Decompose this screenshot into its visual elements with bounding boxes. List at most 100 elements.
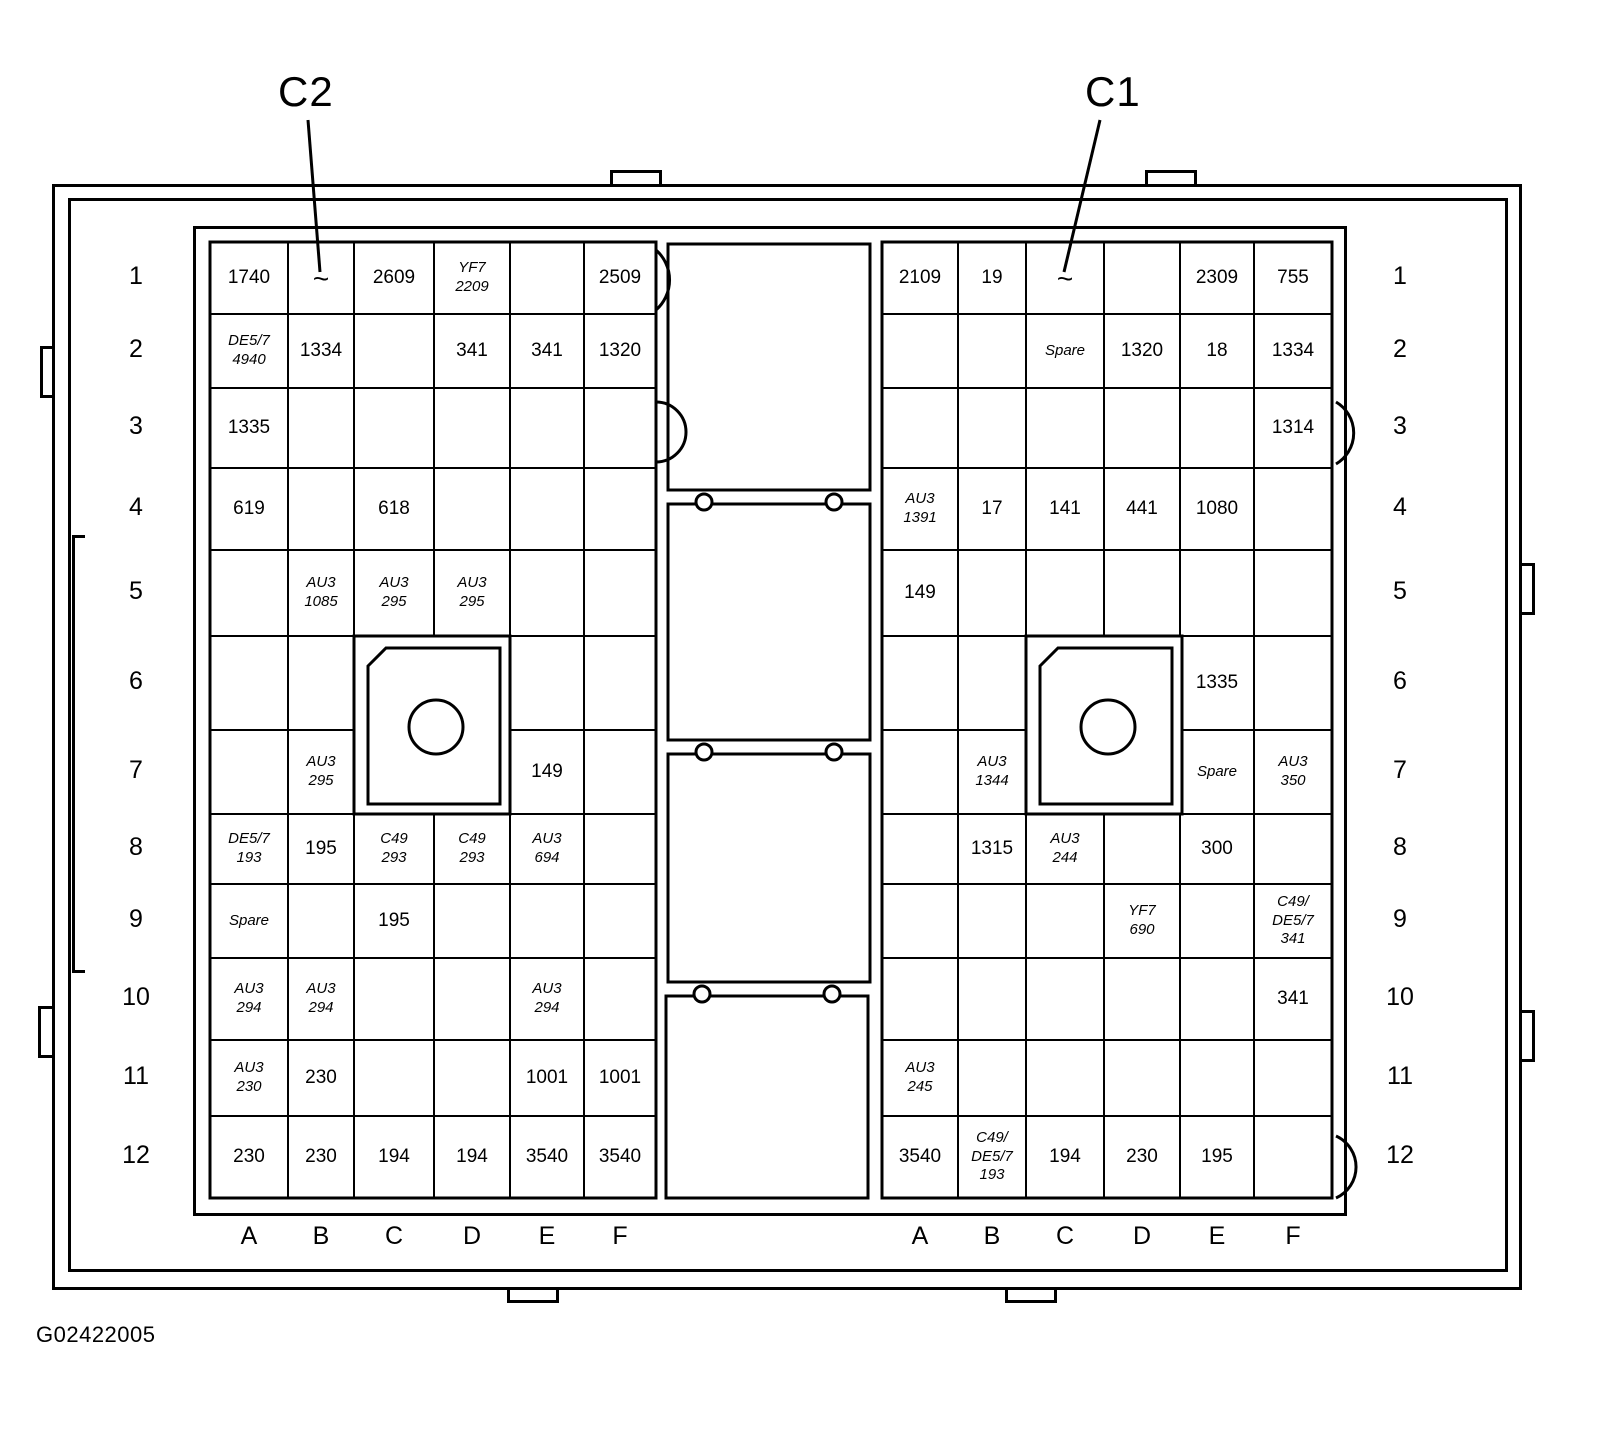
c2-cell-line: AU3 (306, 574, 336, 592)
housing-tab-left-2 (72, 535, 85, 973)
c1-cell-C4: 141 (1026, 468, 1104, 550)
c2-cell-value: 618 (378, 498, 410, 520)
row-label-right: 7 (1393, 756, 1407, 784)
c1-cell-value: 3540 (898, 1146, 942, 1168)
c2-cell-value: 195 (378, 910, 410, 932)
c2-cell-line: AU3 (532, 980, 562, 998)
c2-column-label: A (240, 1222, 258, 1250)
c2-cell-value: 230 (305, 1146, 337, 1168)
c1-cell-value: Spare (1196, 762, 1238, 780)
row-label-left: 6 (129, 667, 143, 695)
c1-cell-F10: 341 (1254, 958, 1332, 1040)
relay-slot-2 (666, 502, 872, 742)
c1-cell-E4: 1080 (1180, 468, 1254, 550)
c2-cell-D2: 341 (434, 314, 510, 388)
housing-tab-left-1 (40, 346, 55, 398)
c2-cell-line: 294 (308, 999, 334, 1016)
c2-column-label: D (462, 1222, 482, 1250)
c2-cell-line: DE5/7 (228, 332, 270, 350)
c2-terminal-symbol: ~ (312, 262, 330, 294)
housing-tab-bottom-left (507, 1288, 559, 1303)
c2-cell-value: 194 (378, 1146, 410, 1168)
c2-cell-line: 295 (381, 593, 407, 610)
c2-cell-F2: 1320 (584, 314, 656, 388)
c1-cell-value: 1315 (970, 838, 1014, 860)
c1-cell-D4: 441 (1104, 468, 1180, 550)
c2-cell-A4: 619 (210, 468, 288, 550)
c2-cell-line: C49 (458, 830, 486, 848)
c1-cell-value: 1334 (1271, 340, 1315, 362)
callout-c2: C2 (278, 68, 334, 115)
c2-cell-E7: 149 (510, 730, 584, 814)
c2-cell-value: 1334 (299, 340, 343, 362)
c1-cell-B4: 17 (958, 468, 1026, 550)
c1-column-label: E (1208, 1222, 1226, 1250)
slot-notch (824, 492, 844, 512)
c1-cell-line: C49/ (1277, 892, 1309, 910)
c1-cell-E8: 300 (1180, 814, 1254, 884)
housing-tab-left-3 (38, 1006, 55, 1058)
c1-cell-B8: 1315 (958, 814, 1026, 884)
c1-column-label: F (1285, 1222, 1301, 1250)
c2-cell-line: AU3 (457, 574, 487, 592)
latch-c2-1 (654, 248, 671, 312)
latch-c1-12 (1335, 1134, 1358, 1200)
row-label-left: 1 (129, 262, 143, 290)
c2-cell-value: 1320 (598, 340, 642, 362)
housing-tab-right-2 (1520, 1010, 1535, 1062)
c1-cell-line: DE5/7 (1272, 911, 1314, 929)
slot-notch (692, 984, 712, 1004)
c2-cell-value: 149 (531, 761, 563, 783)
c2-cell-B11: 230 (288, 1040, 354, 1116)
row-label-left: 4 (129, 493, 143, 521)
c1-cell-line: AU3 (905, 490, 935, 508)
c1-cell-F3: 1314 (1254, 388, 1332, 468)
c1-cell-line: AU3 (1050, 830, 1080, 848)
slot-notch (824, 742, 844, 762)
c2-cell-value: 194 (456, 1146, 488, 1168)
leader-c2 (306, 119, 322, 273)
housing-tab-right-1 (1520, 563, 1535, 615)
c1-cell-D12: 230 (1104, 1116, 1180, 1198)
c1-cell-line: 350 (1280, 772, 1306, 789)
outer-housing (52, 184, 1522, 1290)
c1-cell-line: C49/ (976, 1128, 1008, 1146)
c2-cell-value: 2609 (372, 267, 416, 289)
c1-cell-value: 141 (1049, 498, 1081, 520)
row-label-right: 8 (1393, 833, 1407, 861)
c1-cell-A12: 3540 (882, 1116, 958, 1198)
c1-cell-E1: 2309 (1180, 242, 1254, 314)
c2-cell-line: 1085 (304, 593, 338, 610)
c1-cell-line: DE5/7 (971, 1147, 1013, 1165)
c1-cell-value: 1335 (1195, 672, 1239, 694)
c2-cell-value: 341 (531, 340, 563, 362)
c2-cell-line: AU3 (306, 753, 336, 771)
c1-column-label: A (911, 1222, 929, 1250)
c2-cell-line: 694 (534, 849, 560, 866)
c2-cell-line: 4940 (232, 351, 266, 368)
c2-cell-C1: 2609 (354, 242, 434, 314)
housing-tab-bottom-right (1005, 1288, 1057, 1303)
c2-cell-E11: 1001 (510, 1040, 584, 1116)
c2-cell-line: 230 (236, 1078, 262, 1095)
c2-cell-line: 295 (308, 772, 334, 789)
c2-cell-line: 295 (459, 593, 485, 610)
row-label-right: 11 (1387, 1062, 1413, 1090)
c2-cell-line: AU3 (234, 1059, 264, 1077)
c1-cell-line: AU3 (1278, 753, 1308, 771)
c2-cell-B1: ~ (288, 242, 354, 314)
c1-cell-F2: 1334 (1254, 314, 1332, 388)
c1-cell-C2: Spare (1026, 314, 1104, 388)
c2-cell-A1: 1740 (210, 242, 288, 314)
c2-cell-value: 230 (305, 1067, 337, 1089)
row-label-left: 2 (129, 335, 143, 363)
